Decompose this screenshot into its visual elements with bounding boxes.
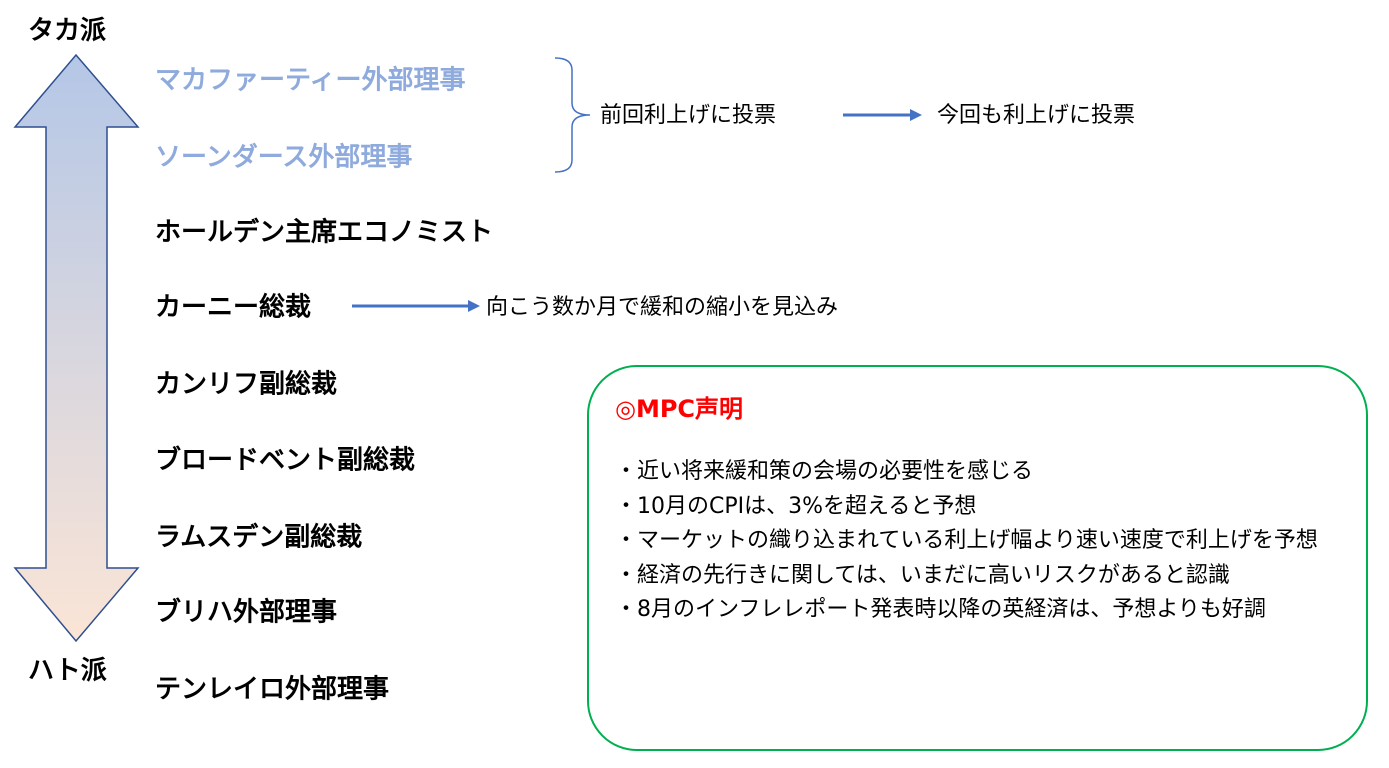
mpc-statement-title: ◎MPC声明 xyxy=(615,395,744,423)
member-cunliffe: カンリフ副総裁 xyxy=(155,369,338,400)
mpc-statement-item: ・マーケットの織り込まれている利上げ幅より速い速度で利上げを予想 xyxy=(615,528,1318,553)
member-broadbent: ブロードベント副総裁 xyxy=(155,445,416,476)
previous-vote-note: 前回利上げに投票 xyxy=(600,103,777,128)
member-ramsden: ラムスデン副総裁 xyxy=(155,522,363,553)
hawk-dove-double-arrow xyxy=(13,53,140,643)
member-mcafferty: マカファーティー外部理事 xyxy=(155,65,466,96)
mpc-statement-item: ・近い将来緩和策の会場の必要性を感じる xyxy=(615,459,1034,484)
carney-arrow-icon xyxy=(352,300,480,312)
member-haldane: ホールデン主席エコノミスト xyxy=(155,217,494,248)
mpc-statement-list: ・近い将来緩和策の会場の必要性を感じる ・10月のCPIは、3%を超えると予想 … xyxy=(615,455,1355,628)
mpc-statement-box: ◎MPC声明 ・近い将来緩和策の会場の必要性を感じる ・10月のCPIは、3%を… xyxy=(587,365,1368,751)
current-vote-note: 今回も利上げに投票 xyxy=(937,103,1136,128)
hawk-arrow-icon xyxy=(843,109,922,121)
member-carney: カーニー総裁 xyxy=(155,292,312,323)
member-tenreyro: テンレイロ外部理事 xyxy=(155,674,390,705)
hawkish-label: タカ派 xyxy=(28,16,107,46)
member-saunders: ソーンダース外部理事 xyxy=(155,142,413,173)
mpc-statement-item: ・8月のインフレレポート発表時以降の英経済は、予想よりも好調 xyxy=(615,597,1266,622)
dovish-label: ハト派 xyxy=(28,656,107,686)
right-brace xyxy=(554,57,591,173)
mpc-statement-item: ・経済の先行きに関しては、いまだに高いリスクがあると認識 xyxy=(615,562,1230,588)
member-vlieghe: ブリハ外部理事 xyxy=(155,597,338,628)
mpc-statement-item: ・10月のCPIは、3%を超えると予想 xyxy=(615,493,977,519)
carney-note: 向こう数か月で緩和の縮小を見込み xyxy=(486,295,839,320)
